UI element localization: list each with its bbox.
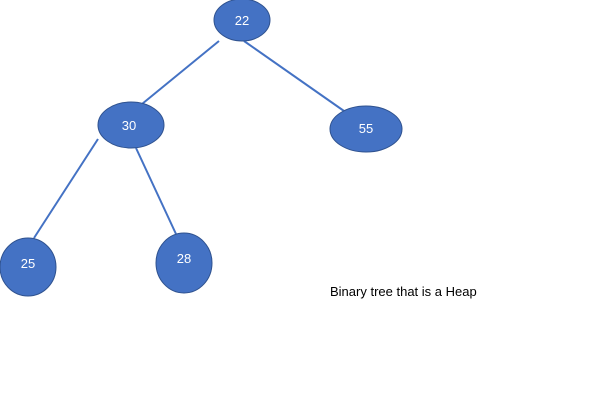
node-label: 25	[21, 256, 35, 271]
edges-layer	[33, 40, 345, 239]
diagram-caption: Binary tree that is a Heap	[330, 284, 477, 299]
node-label: 30	[122, 118, 136, 133]
edge-n30-n25	[33, 138, 99, 239]
node-circle	[97, 101, 165, 149]
tree-node-22: 22	[213, 0, 271, 42]
tree-node-25: 25	[0, 237, 57, 297]
node-circle	[155, 232, 213, 294]
nodes-layer: 22 30 55 25 28	[0, 0, 403, 297]
tree-node-55: 55	[329, 105, 403, 153]
edge-n22-n55	[243, 40, 345, 112]
edge-n22-n30	[141, 40, 220, 105]
tree-node-30: 30	[97, 101, 165, 149]
node-circle	[329, 105, 403, 153]
tree-node-28: 28	[155, 232, 213, 294]
node-label: 55	[359, 121, 373, 136]
edge-n30-n28	[135, 147, 177, 235]
node-label: 22	[235, 13, 249, 28]
node-label: 28	[177, 251, 191, 266]
node-circle	[0, 237, 57, 297]
node-circle	[213, 0, 271, 42]
